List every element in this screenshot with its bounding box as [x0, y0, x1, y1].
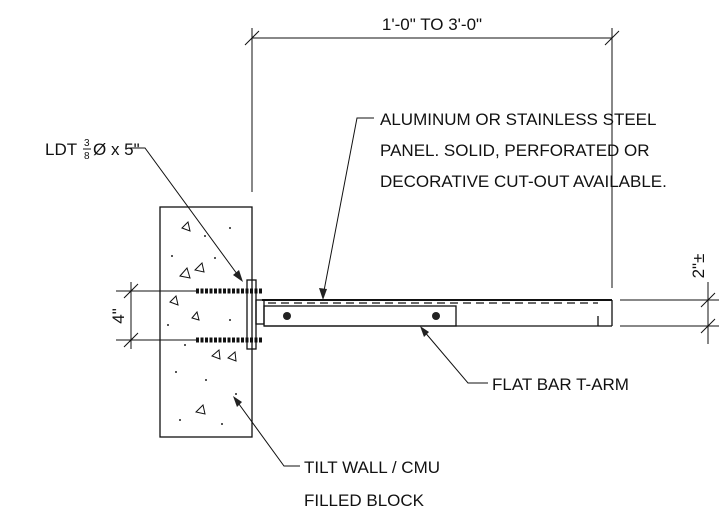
wall-leader-arrow	[233, 396, 242, 407]
plate-stiffener	[255, 299, 265, 325]
anchor-fraction-denominator: 8	[84, 151, 90, 162]
wall-callout: TILT WALL / CMU FILLED BLOCK	[233, 396, 440, 510]
t-arm-callout: FLAT BAR T-ARM	[420, 326, 629, 394]
concrete-hatch	[167, 221, 237, 425]
aggregate-mark	[181, 221, 191, 232]
aggregate-dot	[221, 423, 223, 425]
panel-callout: ALUMINUM OR STAINLESS STEEL PANEL. SOLID…	[319, 110, 667, 300]
panel-note-line-1: ALUMINUM OR STAINLESS STEEL	[380, 110, 656, 129]
thickness-tick-top	[700, 292, 716, 308]
anchor-note-prefix: LDT	[45, 140, 77, 159]
bolt-dimension-tick-upper	[123, 283, 139, 299]
wall-leader-line	[235, 399, 300, 467]
aggregate-mark	[191, 310, 200, 321]
aggregate-dot	[205, 379, 207, 381]
span-dimension: 1'-0" TO 3'-0"	[244, 15, 620, 288]
thickness-tick-bottom	[700, 318, 716, 334]
bolt-spacing-text: 4"	[109, 308, 128, 324]
panel-note-line-2: PANEL. SOLID, PERFORATED OR	[380, 141, 650, 160]
panel-thickness-dimension: 2"±	[620, 254, 719, 344]
bolt-dimension-tick-lower	[123, 332, 139, 348]
aggregate-mark	[169, 295, 179, 306]
aggregate-dot	[175, 371, 177, 373]
aggregate-mark	[211, 349, 221, 360]
t-arm-leader-arrow	[420, 326, 429, 337]
panel-leader-line	[322, 117, 374, 297]
aggregate-mark	[194, 262, 205, 273]
wall-label-line-1: TILT WALL / CMU	[304, 458, 440, 477]
wall-section	[159, 206, 253, 438]
t-arm-label: FLAT BAR T-ARM	[492, 375, 629, 394]
wall-outline	[159, 206, 253, 438]
panel-leader-arrow	[319, 288, 327, 300]
anchor-leader-line	[130, 147, 241, 279]
t-arm-bolt-left	[283, 312, 291, 320]
anchor-leader-arrow	[233, 270, 243, 282]
aggregate-mark	[195, 404, 206, 415]
wall-label-line-2: FILLED BLOCK	[304, 491, 425, 510]
aggregate-dot	[214, 257, 216, 259]
bolt-spacing-dimension: 4"	[109, 282, 196, 349]
aggregate-dot	[179, 419, 181, 421]
anchor-callout: LDT 3 8 Ø x 5"	[45, 138, 243, 282]
span-dimension-text: 1'-0" TO 3'-0"	[382, 15, 482, 34]
panel-thickness-text: 2"±	[689, 254, 708, 279]
aggregate-mark	[179, 266, 191, 279]
panel-note-line-3: DECORATIVE CUT-OUT AVAILABLE.	[380, 172, 667, 191]
t-arm-leader-line	[422, 329, 488, 384]
aggregate-dot	[229, 319, 231, 321]
flat-bar-t-arm	[263, 305, 457, 327]
t-arm-bolt-right	[432, 312, 440, 320]
aggregate-dot	[229, 227, 231, 229]
anchor-fraction-numerator: 3	[84, 138, 90, 149]
aggregate-dot	[171, 255, 173, 257]
aggregate-dot	[204, 235, 206, 237]
aggregate-dot	[235, 393, 237, 395]
anchor-note: LDT	[45, 140, 77, 159]
t-arm-bar	[263, 305, 457, 327]
aggregate-dot	[184, 344, 186, 346]
aggregate-mark	[227, 351, 237, 362]
anchor-note-suffix: Ø x 5"	[93, 140, 140, 159]
aggregate-dot	[167, 324, 169, 326]
anchor-bolts	[196, 288, 262, 343]
